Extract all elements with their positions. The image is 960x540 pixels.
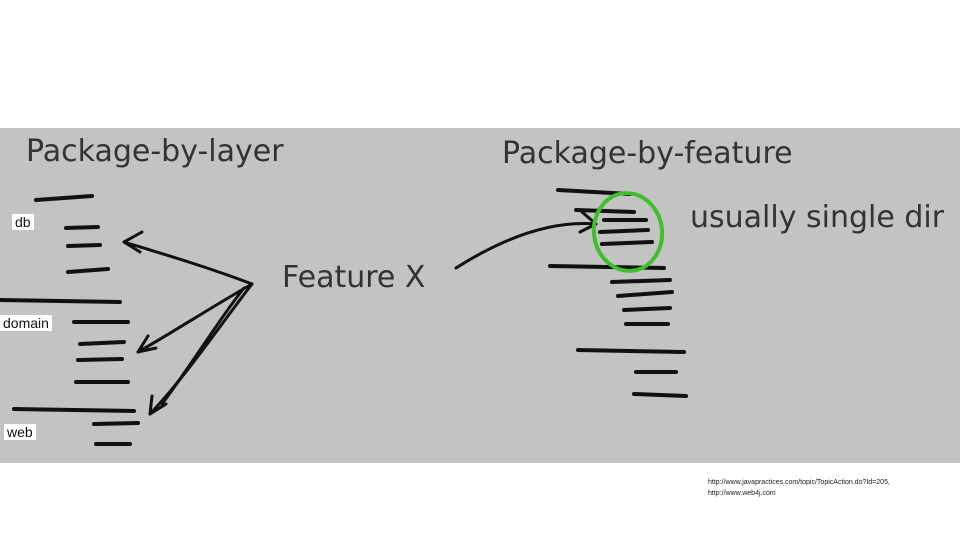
layer-label-web: web — [4, 424, 36, 440]
diagram-panel: Package-by-layer Package-by-feature Feat… — [0, 128, 960, 463]
diagram-canvas: Package-by-layer Package-by-feature Feat… — [0, 134, 945, 446]
feature-arrows — [122, 210, 598, 416]
source-link-2[interactable]: http://www.web4j.com — [708, 490, 776, 497]
feature-package-strokes — [548, 188, 688, 398]
layer-package-strokes — [0, 194, 140, 446]
layer-label-db: db — [12, 214, 34, 230]
left-title: Package-by-layer — [26, 134, 284, 169]
highlight-note: usually single dir — [690, 200, 945, 235]
source-caption: http://www.javapractices.com/topic/Topic… — [708, 477, 958, 499]
highlight-circle — [591, 191, 665, 273]
source-link-1[interactable]: http://www.javapractices.com/topic/Topic… — [708, 479, 890, 486]
feature-label: Feature X — [282, 260, 425, 295]
layer-label-domain: domain — [0, 315, 52, 331]
right-title: Package-by-feature — [502, 136, 793, 171]
